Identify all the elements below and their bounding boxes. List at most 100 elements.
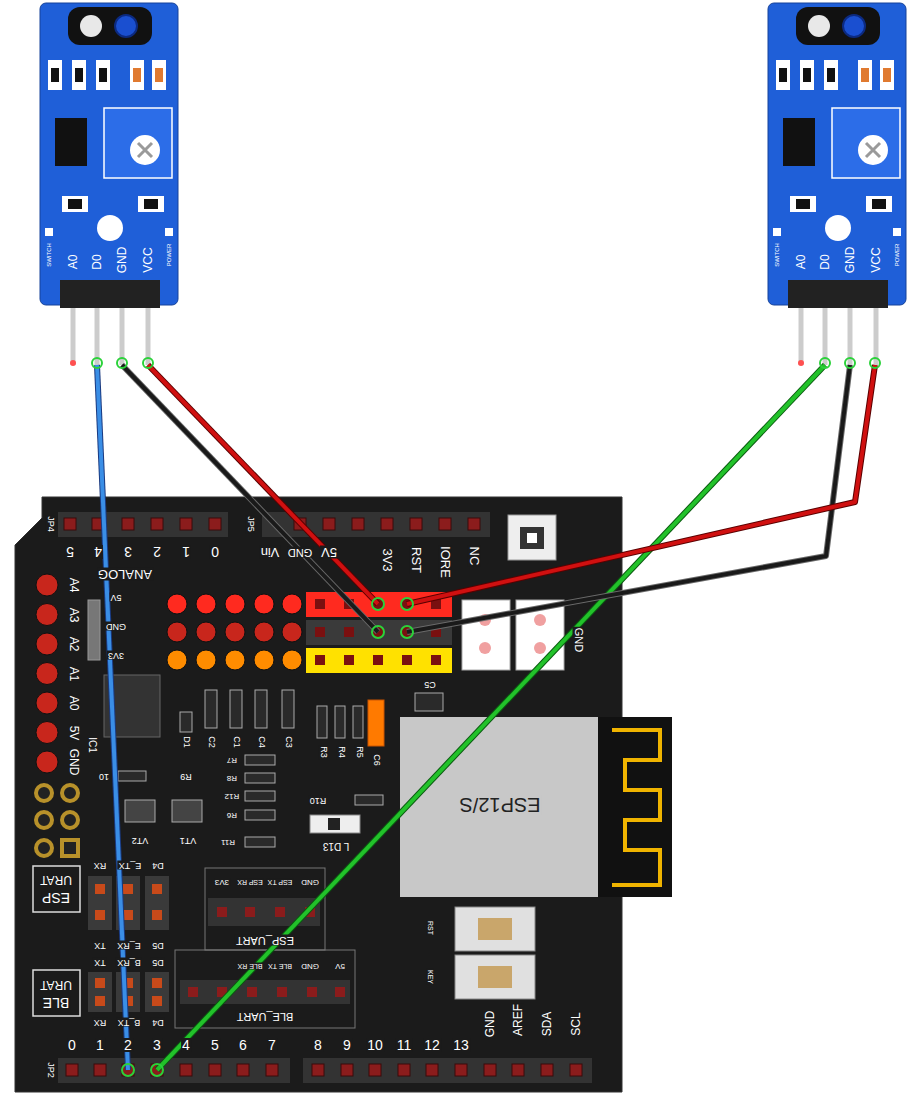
pin-header — [94, 1064, 106, 1076]
power-header — [315, 627, 325, 637]
connectors-and-buttons — [478, 966, 512, 988]
board-silkscreen-label: JP4 — [46, 515, 55, 533]
board-silkscreen-label: 7 — [267, 1038, 277, 1052]
wire-end — [122, 1064, 134, 1076]
pin-header — [323, 518, 335, 530]
board-silkscreen-label: 3V3 — [381, 547, 394, 572]
board-silkscreen-label: B_RX — [116, 958, 142, 967]
pin-header — [484, 1064, 496, 1076]
board-silkscreen-label: A3 — [68, 606, 80, 623]
io-pin-grid — [36, 663, 58, 685]
io-pin-grid — [36, 574, 58, 596]
jumper-blocks — [88, 972, 112, 1012]
board-silkscreen-label: 11 — [396, 1038, 413, 1052]
board-silkscreen-label: A2 — [68, 636, 80, 653]
board-silkscreen-label: 13 — [452, 1038, 470, 1052]
io-pin-grid — [167, 650, 187, 670]
pin-header — [266, 1064, 278, 1076]
board-silkscreen-label: D1 — [182, 735, 191, 749]
board-silkscreen-label: BLE_UART — [236, 1011, 295, 1022]
pin-label: SWITCH — [774, 242, 780, 268]
board-silkscreen-label: URAT — [39, 979, 73, 991]
board-silkscreen-label: 5 — [65, 545, 75, 559]
jumper-blocks — [188, 987, 198, 997]
jumper-wire — [401, 358, 855, 638]
io-pin-grid — [196, 622, 216, 642]
shield-board-art — [612, 730, 660, 885]
io-pin-grid — [254, 650, 274, 670]
board-silkscreen-label: R4 — [337, 745, 346, 759]
jumper-blocks — [88, 876, 112, 930]
connectors-and-buttons — [175, 950, 355, 1028]
board-silkscreen-label: KEY — [427, 969, 434, 985]
pin-header — [180, 1064, 192, 1076]
io-pin-grid — [254, 622, 274, 642]
board-silkscreen-label: ESP12/S — [458, 795, 541, 815]
pin-header — [151, 518, 163, 530]
shield-board-art — [400, 717, 598, 897]
pin-header — [512, 1064, 524, 1076]
wire-core — [407, 365, 875, 604]
io-pin-grid — [167, 594, 187, 614]
board-silkscreen-label: 5 — [210, 1038, 220, 1052]
board-silkscreen-label: C1 — [232, 735, 241, 749]
board-silkscreen-label: A4 — [68, 577, 80, 594]
wire-outline — [407, 365, 875, 604]
io-pin-grid — [225, 650, 245, 670]
board-silkscreen-label: IC1 — [87, 736, 97, 754]
board-silkscreen-label: ESP TX — [267, 879, 294, 886]
jumper-wire — [92, 358, 134, 1076]
wire-core — [148, 365, 378, 604]
pin-header — [352, 518, 364, 530]
pin-header — [455, 1064, 467, 1076]
smd-components — [118, 771, 146, 781]
pin-header — [122, 518, 134, 530]
jumper-blocks — [152, 910, 162, 920]
wire-end — [372, 598, 384, 610]
pin-label: VCC — [142, 246, 154, 273]
pin-label: A0 — [795, 254, 807, 271]
board-silkscreen-label: JP2 — [46, 1061, 55, 1079]
board-silkscreen-label: 10 — [98, 772, 110, 781]
pin-label: D0 — [819, 253, 831, 270]
connectors-and-buttons — [534, 642, 546, 654]
connectors-and-buttons — [33, 970, 80, 1016]
wire-outline — [407, 365, 850, 632]
wire-end — [845, 358, 855, 368]
smd-components — [245, 810, 275, 820]
board-silkscreen-label: R8 — [226, 774, 238, 782]
pin-header — [570, 1064, 582, 1076]
board-silkscreen-label: C5 — [423, 680, 437, 689]
wire-outline — [148, 365, 378, 604]
pin-label: VCC — [870, 246, 882, 273]
board-silkscreen-label: ANALOG — [97, 568, 153, 581]
wire-end — [117, 358, 127, 368]
wire-core — [407, 365, 850, 632]
power-header — [315, 599, 325, 609]
connectors-and-buttons — [478, 918, 512, 940]
smd-components — [368, 700, 384, 746]
board-silkscreen-label: ESP — [41, 891, 71, 905]
board-silkscreen-label: 2 — [123, 1038, 133, 1052]
sensor-module: A0D0GNDVCCSWITCHPOWER — [40, 3, 178, 365]
pin-header — [58, 512, 228, 537]
jumper-blocks — [277, 987, 287, 997]
sensor-module-art — [768, 3, 906, 366]
wire-end — [820, 358, 830, 368]
smd-components — [205, 690, 217, 728]
power-header — [306, 620, 452, 645]
jumper-blocks — [245, 907, 255, 917]
jumper-wire — [401, 358, 880, 610]
smd-components — [335, 706, 345, 738]
pin-header — [541, 1064, 553, 1076]
board-silkscreen-label: VT2 — [131, 836, 150, 845]
smd-components — [328, 818, 340, 830]
wire-end — [401, 626, 413, 638]
board-silkscreen-label: R6 — [226, 811, 238, 819]
board-silkscreen-label: 12 — [423, 1038, 441, 1052]
board-silkscreen-label: C2 — [207, 735, 216, 749]
pin-header — [439, 518, 451, 530]
sensor-module-art — [768, 3, 906, 366]
connectors-and-buttons — [462, 600, 510, 670]
pin-header — [468, 518, 480, 530]
